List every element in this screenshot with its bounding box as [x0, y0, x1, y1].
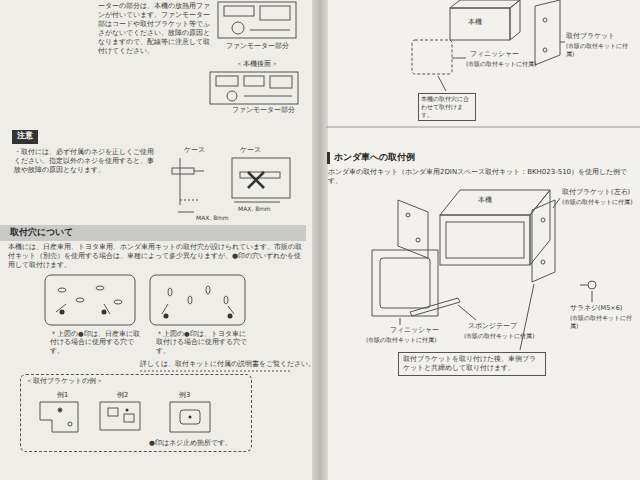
part-label: スポンジテープ — [468, 322, 517, 330]
dimension: MAX. 8mm — [238, 205, 271, 213]
dimension: MAX. 8mm — [196, 214, 229, 222]
part-label: 取付ブラケット — [566, 32, 636, 40]
example-box: ＜取付ブラケットの例＞ 例1 例2 例3 ●印はネジ止め箇所です。 — [20, 374, 252, 452]
box-text: 例1 — [57, 391, 68, 400]
part-label: フィニッシャー — [470, 50, 519, 58]
note-text: 詳しくは、取付キットに付属の説明書をご覧ください。 — [140, 360, 315, 369]
box-heading: ＜取付ブラケットの例＞ — [26, 377, 103, 386]
callout-box: 本機の取付穴に合わせて取付けます。 — [418, 93, 476, 121]
box-text: ●印はネジ止め箇所です。 — [149, 439, 232, 448]
part-label: (市販の取付キットに付属) — [566, 42, 636, 58]
figure-caption: ＊上図の●印は、トヨタ車に取付ける場合に使用する穴です。 — [156, 330, 252, 355]
figure-caption: ＜本機後面＞ — [236, 60, 278, 69]
section-band: 取付穴について — [0, 225, 306, 241]
part-label: (市販の取付キットに付属) — [464, 332, 535, 340]
box-heading: 取付ブラケットを取り付けた後、車側ブラケットと共締めして取り付けます。 — [403, 355, 541, 373]
part-label: ケース — [184, 146, 205, 154]
part-label: フィニッシャー — [390, 326, 439, 334]
figure-caption: ＊上図の●印は、日産車に取付ける場合に使用する穴です。 — [50, 330, 142, 355]
part-label: ファンモーター部分 — [232, 106, 295, 114]
body-text: ホンダ車の取付キット（ホンダ車用2DINスペース取付キット：BKH023-510… — [328, 168, 628, 186]
part-label: 本機 — [468, 18, 482, 27]
callout-box: 取付ブラケットを取り付けた後、車側ブラケットと共締めして取り付けます。 — [398, 352, 546, 376]
part-label: 取付ブラケット(左右) — [562, 188, 636, 196]
part-label: (市販の取付キットに付属) — [366, 336, 437, 344]
box-heading: 本機の取付穴に合わせて取付けます。 — [421, 95, 473, 118]
part-label: サラネジ(M5×6) — [570, 304, 636, 312]
body-text: ーターの部分は、本機の放熱用ファンが付いています。ファンモーター部はコードや取付… — [98, 2, 213, 57]
body-text: 本機には、日産車用、トヨタ車用、ホンダ車用キットの取付穴が設けられています。市販… — [8, 243, 308, 270]
box-heading: 取付穴について — [10, 227, 296, 238]
part-label: (市販の取付キットに付属) — [562, 198, 636, 206]
section-heading: ホンダ車への取付例 — [334, 152, 415, 163]
box-heading: 注意 — [17, 131, 33, 141]
part-label: (市販の取付キットに付属) — [570, 314, 636, 330]
part-label: (市販の取付キットに付属) — [466, 60, 537, 68]
part-label: ファンモーター部分 — [226, 42, 289, 50]
caution-text: ・取付には、必ず付属のネジを正しくご使用ください。指定以外のネジを使用すると、事… — [14, 148, 154, 175]
box-text: 例3 — [179, 391, 190, 400]
box-text: 例2 — [117, 391, 128, 400]
part-label: 本機 — [478, 196, 492, 205]
caution-tag: 注意 — [12, 130, 38, 144]
part-label: ケース — [240, 146, 261, 154]
